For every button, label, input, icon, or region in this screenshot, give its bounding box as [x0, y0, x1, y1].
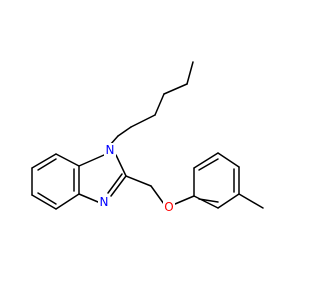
pentyl-bond-6 — [186, 61, 194, 85]
benzene-bond-4 — [31, 194, 57, 210]
benzene-bond-5 — [55, 193, 80, 210]
atom-label-layer: N N O — [98, 143, 175, 214]
tolyl-bond-1-inner — [198, 198, 219, 203]
nitrogen-1-mask — [104, 143, 116, 157]
imidazole-bond-n3-c3a — [78, 193, 99, 203]
tolyl-bond-2 — [217, 193, 240, 209]
benzene-bond-2-inner — [37, 158, 57, 171]
tolyl-bond-1 — [193, 195, 219, 209]
pentyl-bond-5 — [163, 83, 188, 95]
nitrogen-3-label: N — [100, 195, 109, 209]
ether-oxygen-label: O — [164, 200, 173, 214]
bond-layer — [31, 61, 264, 210]
molecule-diagram: N N O — [31, 61, 264, 214]
imidazole-bond-c2-n3-double — [107, 173, 123, 194]
nitrogen-3-mask — [98, 195, 110, 209]
imidazole-bond-c2-n3 — [110, 175, 127, 197]
structure-canvas: N N O — [31, 61, 264, 214]
benzene-bond-2 — [31, 153, 57, 169]
benzene-bond-4-inner — [37, 192, 57, 205]
methyl-bond — [238, 193, 264, 209]
tolyl-bond-4 — [217, 152, 240, 168]
pentyl-bond-2 — [117, 126, 132, 137]
pentyl-bond-3 — [130, 114, 156, 128]
imidazole-bond-n1-c7a — [78, 154, 105, 167]
nitrogen-1-label: N — [106, 143, 115, 157]
linker-bond-ch2-o — [150, 185, 165, 205]
tolyl-bond-5 — [193, 152, 219, 169]
tolyl-bond-5-inner — [198, 158, 219, 171]
benzene-bond-1 — [55, 153, 80, 167]
pentyl-bond-4 — [154, 93, 165, 116]
imidazole-bond-n1-c2 — [115, 154, 127, 177]
ether-oxygen-mask — [163, 200, 175, 214]
ether-bond-o-aryl — [174, 195, 195, 205]
linker-bond-c2-ch2 — [125, 175, 152, 187]
